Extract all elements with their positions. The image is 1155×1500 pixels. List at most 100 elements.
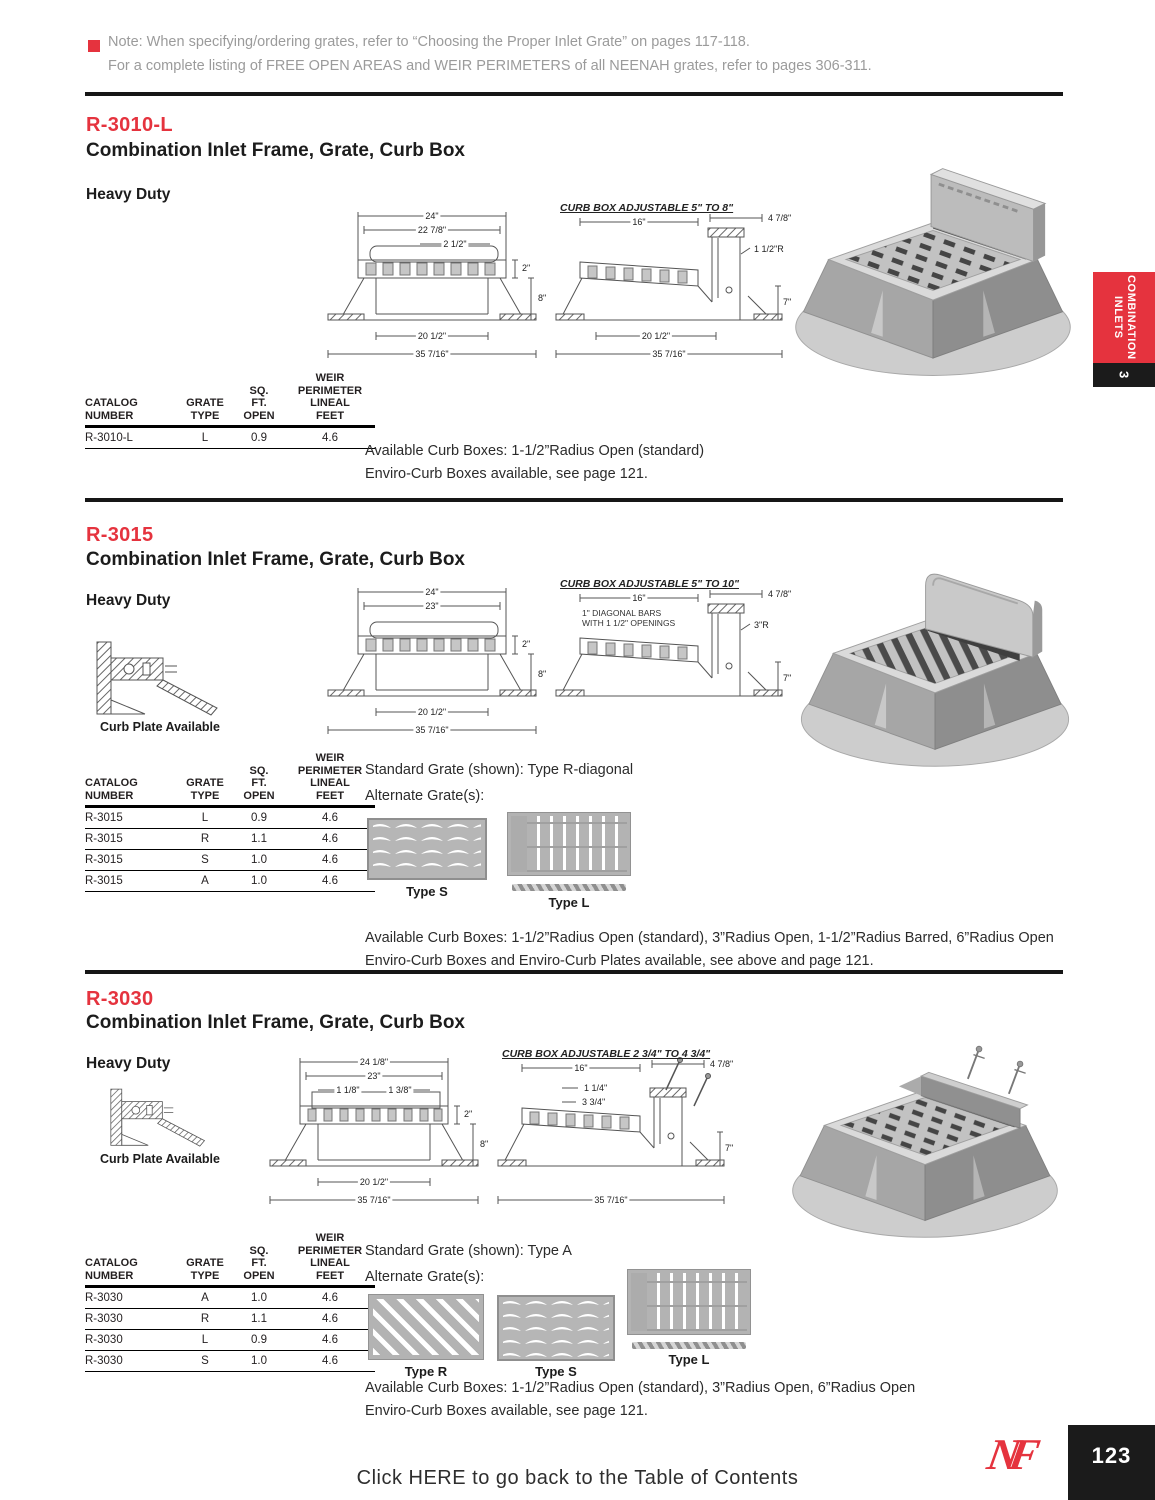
curb-box-availability: Available Curb Boxes: 1-1/2”Radius Open … — [365, 443, 705, 459]
curb-plate-label: Curb Plate Available — [100, 720, 220, 734]
standard-grate-label: Standard Grate (shown): Type R-diagonal — [365, 762, 634, 778]
table-header-row: CATALOG NUMBER GRATE TYPE SQ. FT. OPEN W… — [85, 1232, 375, 1288]
table-row: R-3015 S 1.0 4.6 — [85, 850, 375, 871]
enviro-curb-note: Enviro-Curb Boxes and Enviro-Curb Plates… — [365, 953, 874, 969]
col-header-catalog: CATALOG NUMBER — [85, 397, 138, 422]
enviro-curb-note: Enviro-Curb Boxes available, see page 12… — [365, 466, 648, 482]
grate-thumb-type-s — [367, 818, 487, 880]
product-image-r3030 — [792, 1045, 1058, 1238]
dim-label: 35 7/16" — [592, 1195, 630, 1205]
spec-table-r3030: CATALOG NUMBER GRATE TYPE SQ. FT. OPEN W… — [85, 1232, 375, 1372]
dim-label: 20 1/2" — [415, 331, 449, 341]
page-number: 123 — [1091, 1443, 1132, 1468]
side-tab-label: COMBINATION INLETS — [1112, 275, 1137, 360]
dim-label: 4 7/8" — [708, 1059, 736, 1069]
side-tab-combination-inlets: COMBINATION INLETS — [1093, 272, 1155, 363]
dim-label: 20 1/2" — [639, 331, 673, 341]
product-image-r3010l — [795, 168, 1071, 376]
dim-label: 22 7/8" — [415, 225, 449, 235]
table-header-row: CATALOG NUMBER GRATE TYPE SQ. FT. OPEN W… — [85, 752, 375, 808]
section-title-r3015: Combination Inlet Frame, Grate, Curb Box — [86, 549, 465, 570]
duty-label-r3015: Heavy Duty — [86, 592, 171, 609]
dim-label: 8" — [536, 669, 549, 679]
dim-label: 23" — [423, 601, 441, 611]
toc-link[interactable]: Click HERE to go back to the Table of Co… — [356, 1467, 799, 1489]
note-bullet-icon — [88, 40, 100, 52]
curb-box-note: CURB BOX ADJUSTABLE 2 3/4" TO 4 3/4" — [502, 1048, 711, 1060]
dim-label: 7" — [781, 673, 794, 683]
curb-plate-drawing-r3030: Curb Plate Available — [85, 1086, 235, 1186]
dim-label: 8" — [536, 293, 549, 303]
dim-label: 16" — [630, 217, 648, 227]
dim-label: 4 7/8" — [766, 213, 794, 223]
curb-plate-drawing-r3015: Curb Plate Available — [85, 638, 235, 738]
diagonal-bars-note: 1" DIAGONAL BARS WITH 1 1/2" OPENINGS — [582, 608, 676, 628]
dim-label: 2 1/2" — [441, 239, 469, 249]
dim-label: 7" — [781, 297, 794, 307]
drawing-lines — [327, 588, 783, 734]
grate-thumb-label: Type L — [668, 1352, 710, 1367]
dim-label: 1 3/8" — [386, 1085, 414, 1095]
dim-label: 2" — [462, 1109, 475, 1119]
dim-label: 20 1/2" — [415, 707, 449, 717]
drawing-lines — [327, 212, 783, 358]
grate-thumb-type-r — [368, 1294, 484, 1360]
table-row: R-3030 L 0.9 4.6 — [85, 1330, 375, 1351]
enviro-curb-note: Enviro-Curb Boxes available, see page 12… — [365, 1403, 648, 1419]
dim-label: 24" — [423, 587, 441, 597]
section-id-r3015: R-3015 — [86, 524, 154, 546]
curb-plate-label: Curb Plate Available — [100, 1152, 220, 1166]
table-row: R-3015 R 1.1 4.6 — [85, 829, 375, 850]
note-line-1: Note: When specifying/ordering grates, r… — [108, 34, 750, 50]
grate-thumb-label: Type L — [548, 895, 590, 910]
spec-table-r3010l: CATALOG NUMBER GRATE TYPE SQ. FT. OPEN W… — [85, 372, 375, 449]
alternate-grate-label: Alternate Grate(s): — [365, 788, 485, 804]
section-id-r3030: R-3030 — [86, 988, 154, 1010]
grate-thumb-label: Type R — [404, 1364, 448, 1379]
grate-thumb-type-l-edge — [512, 884, 626, 891]
grate-thumb-label: Type S — [535, 1364, 577, 1379]
col-header-grate: GRATE TYPE — [186, 397, 224, 422]
dim-label: 8" — [478, 1139, 491, 1149]
table-row: R-3030 R 1.1 4.6 — [85, 1309, 375, 1330]
table-header-row: CATALOG NUMBER GRATE TYPE SQ. FT. OPEN W… — [85, 372, 375, 428]
dim-label: 35 7/16" — [650, 349, 688, 359]
dim-label: 16" — [630, 593, 648, 603]
dim-label: 24" — [423, 211, 441, 221]
side-tab-number-label: 3 — [1116, 371, 1132, 379]
dim-label: 20 1/2" — [357, 1177, 391, 1187]
dim-label: 35 7/16" — [355, 1195, 393, 1205]
section-divider — [85, 498, 1063, 502]
grate-thumb-type-l-edge — [632, 1342, 746, 1349]
table-row: R-3030 S 1.0 4.6 — [85, 1351, 375, 1372]
technical-drawing-r3030: CURB BOX ADJUSTABLE 2 3/4" TO 4 3/4" 24 … — [262, 1048, 736, 1218]
table-row: R-3015 L 0.9 4.6 — [85, 808, 375, 829]
technical-drawing-r3015: CURB BOX ADJUSTABLE 5" TO 10" 1" DIAGONA… — [320, 578, 794, 748]
page-number-box: 123 — [1068, 1425, 1155, 1500]
dim-label: 35 7/16" — [413, 349, 451, 359]
product-image-r3015 — [800, 573, 1070, 767]
technical-drawing-r3010l: CURB BOX ADJUSTABLE 5" TO 8" 24" 22 7/8"… — [320, 202, 794, 372]
side-tab-number: 3 — [1093, 363, 1155, 387]
section-divider — [85, 970, 1063, 974]
drawing-lines — [269, 1057, 725, 1204]
dim-label: 1 1/2"R — [752, 244, 786, 254]
spec-table-r3015: CATALOG NUMBER GRATE TYPE SQ. FT. OPEN W… — [85, 752, 375, 892]
duty-label-r3010l: Heavy Duty — [86, 186, 171, 203]
grate-thumb-type-l — [507, 812, 631, 876]
table-row: R-3015 A 1.0 4.6 — [85, 871, 375, 892]
dim-label: 35 7/16" — [413, 725, 451, 735]
col-header-sqft: SQ. FT. OPEN — [243, 384, 275, 422]
dim-label: 3"R — [752, 620, 771, 630]
grate-thumb-type-s — [497, 1295, 615, 1361]
alternate-grate-label: Alternate Grate(s): — [365, 1269, 485, 1285]
note-line-2: For a complete listing of FREE OPEN AREA… — [108, 58, 872, 74]
grate-thumb-type-l — [627, 1269, 751, 1335]
duty-label-r3030: Heavy Duty — [86, 1055, 171, 1072]
dim-label: 2" — [520, 263, 533, 273]
grate-thumb-label: Type S — [406, 884, 448, 899]
curb-box-availability: Available Curb Boxes: 1-1/2”Radius Open … — [365, 1380, 916, 1396]
section-id-r3010l: R-3010-L — [86, 114, 173, 136]
section-title-r3010l: Combination Inlet Frame, Grate, Curb Box — [86, 140, 465, 161]
